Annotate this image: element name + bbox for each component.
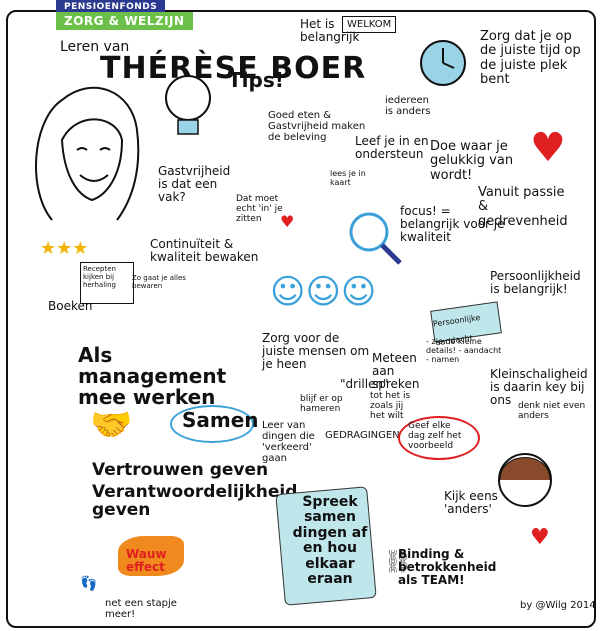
handshake-icon: 🤝 bbox=[90, 405, 133, 445]
geef-voorbeeld-text: Geef elke dag zelf het voorbeeld bbox=[408, 421, 462, 451]
focus-text: focus! = belangrijk voor je kwaliteit bbox=[400, 204, 505, 245]
het-is-belangrijk-text: Het is belangrijk bbox=[300, 17, 360, 45]
persoonlijkheid-text: Persoonlijkheid is belangrijk! bbox=[490, 269, 581, 297]
portrait-drawing bbox=[35, 86, 140, 221]
kijk-anders-text: Kijk eens 'anders' bbox=[444, 489, 498, 517]
tot-het-text: tot het is zoals jij het wilt bbox=[370, 391, 411, 421]
page-title: THÉRÈSE BOER bbox=[100, 51, 367, 86]
samen-text: Samen bbox=[182, 408, 259, 432]
clock-icon bbox=[420, 40, 466, 86]
blijf-herhalen-text: blijf er op hameren bbox=[300, 394, 343, 414]
gedragingen-heading: GEDRAGINGEN bbox=[325, 430, 400, 441]
drillen-text: "drillen" bbox=[340, 377, 389, 391]
stapje-text: net een stapje meer! bbox=[105, 598, 177, 620]
wauw-burst bbox=[118, 536, 184, 576]
kleinschaligheid-text: Kleinschaligheid is daarin key bij ons bbox=[490, 367, 588, 408]
zorg-tijd-text: Zorg dat je op de juiste tijd op de juis… bbox=[480, 29, 581, 87]
leren-van-text: Leren van bbox=[60, 39, 130, 55]
zorg-mensen-text: Zorg voor de juiste mensen om je heen bbox=[262, 331, 370, 372]
stars-icon: ★★★ bbox=[40, 238, 89, 259]
book-1-text: Recepten kijken bij herhaling bbox=[83, 265, 116, 289]
team-people-icon: ☺☺☺ bbox=[270, 272, 377, 312]
welkom-sign: WELKOM bbox=[342, 16, 397, 33]
lightbulb-icon bbox=[165, 75, 211, 135]
doe-waar-text: Doe waar je gelukkig van wordt! bbox=[430, 139, 514, 183]
denk-anders-text: denk niet even anders bbox=[518, 401, 586, 421]
gastvrijheid-vak-text: Gastvrijheid is dat een vak? bbox=[158, 164, 231, 205]
signature: by @Wilg 2014 bbox=[520, 600, 596, 611]
heart-icon: ♥ bbox=[280, 212, 295, 231]
vertrouwen-text: Vertrouwen geven bbox=[92, 460, 269, 480]
boeken-text: Boeken bbox=[48, 299, 93, 313]
meteen-spreken-text: Meteen aan spreken bbox=[372, 351, 420, 392]
voorbeeld-oval bbox=[398, 416, 480, 460]
tips-heading: Tips! bbox=[228, 68, 284, 92]
brand-line-2: ZORG & WELZIJN bbox=[56, 12, 193, 30]
samen-oval bbox=[170, 405, 254, 443]
wauw-text: Wauw effect bbox=[126, 547, 167, 575]
book-icon: Recepten kijken bij herhaling bbox=[80, 262, 134, 304]
footprints-icon: 👣 bbox=[80, 576, 98, 592]
verantwoordelijkheid-text: Verantwoordelijkheid geven bbox=[92, 482, 298, 520]
heart-small-icon: ♥ bbox=[530, 525, 550, 550]
book-2-text: Zo gaat je alles bewaren bbox=[132, 274, 186, 290]
spreek-text: Spreek samen dingen af en hou elkaar era… bbox=[292, 494, 368, 587]
heart-large-icon: ♥ bbox=[530, 125, 566, 171]
girl-face-drawing bbox=[498, 453, 552, 507]
lees-je-in-text: lees je in kaart bbox=[330, 169, 366, 187]
leer-dingen-text: Leer van dingen die 'verkeerd' gaan bbox=[262, 420, 315, 464]
chain-icon: ⛓ bbox=[384, 550, 412, 575]
brand-line-1: PENSIOENFONDS bbox=[56, 0, 166, 14]
page-frame bbox=[6, 10, 596, 628]
details-text: - zie de kleine details! - aandacht - na… bbox=[426, 337, 502, 364]
goed-eten-text: Goed eten & Gastvrijheid maken de belevi… bbox=[268, 110, 366, 143]
leef-je-in-text: Leef je in en ondersteun bbox=[355, 134, 429, 162]
management-heading: Als management mee werken bbox=[78, 343, 227, 409]
binding-text: Binding & betrokkenheid als TEAM! bbox=[398, 547, 497, 588]
dat-moet-text: Dat moet echt 'in' je zitten bbox=[236, 194, 283, 224]
iedereen-text: iedereen is anders bbox=[385, 95, 431, 117]
magnifier-icon bbox=[349, 212, 402, 265]
vanuit-passie-text: Vanuit passie & gedrevenheid bbox=[478, 185, 568, 229]
continuiteit-text: Continuïteit & kwaliteit bewaken bbox=[150, 237, 259, 265]
